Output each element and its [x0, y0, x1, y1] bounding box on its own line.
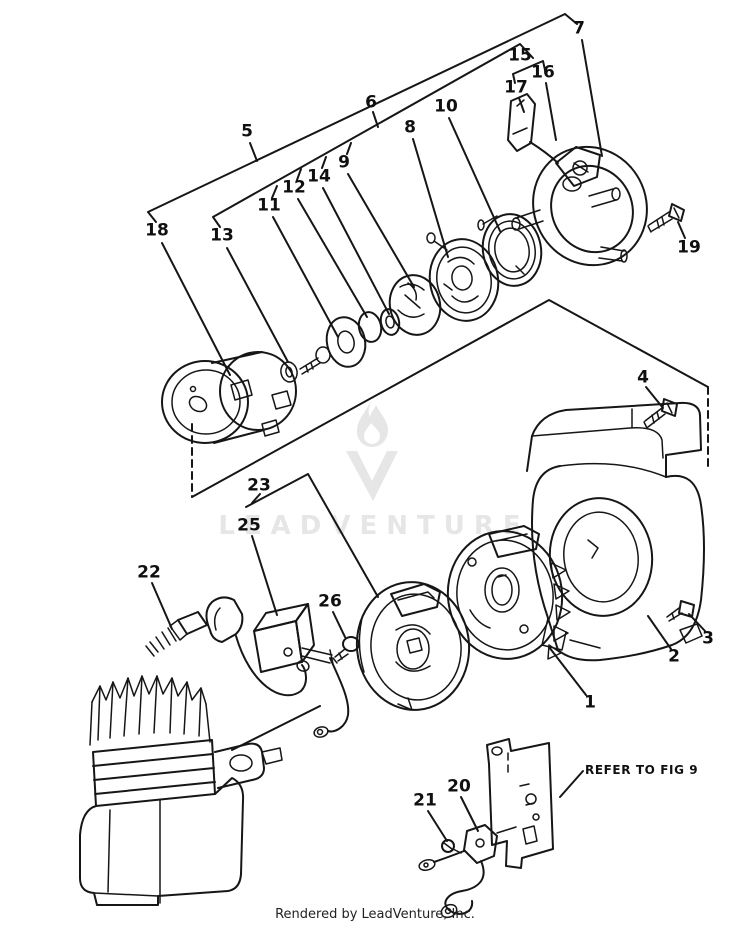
callout-20: 20 — [447, 776, 471, 797]
leadventure-watermark: LEADVENTURE — [218, 401, 529, 541]
callout-12: 12 — [282, 177, 306, 198]
flywheel — [446, 525, 571, 660]
coil-bolt — [332, 636, 360, 664]
spark-plug — [145, 596, 244, 657]
stop-switch — [418, 824, 498, 919]
ignition-coil — [253, 603, 334, 673]
housing-bolt — [647, 203, 685, 233]
callout-3: 3 — [702, 628, 714, 649]
cowl-bolt-lower — [666, 600, 695, 622]
fig9-bracket-plate — [486, 738, 554, 869]
callout-14: 14 — [307, 166, 331, 187]
callout-8: 8 — [404, 117, 416, 138]
callout-26: 26 — [318, 591, 342, 612]
callout-4: 4 — [637, 367, 649, 388]
callout-23: 23 — [247, 475, 271, 496]
callout-15: 15 — [508, 45, 532, 66]
callout-5: 5 — [241, 121, 253, 142]
ratchet-assembly — [388, 274, 442, 336]
callout-10: 10 — [434, 96, 458, 117]
group-bracket-lines — [147, 13, 709, 598]
callout-7: 7 — [573, 18, 585, 39]
starter-rope — [529, 141, 559, 164]
callout-25: 25 — [237, 515, 261, 536]
callout-18: 18 — [145, 220, 169, 241]
callout-17: 17 — [504, 77, 528, 98]
rendered-by-footer: Rendered by LeadVenture, Inc. — [275, 907, 475, 922]
callout-16: 16 — [531, 62, 555, 83]
callout-21: 21 — [413, 790, 437, 811]
cowl-bolt-top — [643, 398, 678, 429]
callout-13: 13 — [210, 225, 234, 246]
magneto-rotor — [355, 581, 471, 711]
kill-wire — [313, 657, 350, 738]
callout-2: 2 — [668, 646, 680, 667]
callout-11: 11 — [257, 195, 281, 216]
engine-cylinder-block — [79, 675, 283, 906]
leader-lines — [151, 39, 706, 842]
rope-pulley — [426, 232, 500, 322]
refer-to-fig-note: REFER TO FIG 9 — [585, 763, 699, 777]
callout-6: 6 — [365, 92, 377, 113]
starter-cup — [161, 351, 297, 444]
spark-plug-wire — [235, 635, 307, 697]
callout-19: 19 — [677, 237, 701, 258]
callout-9: 9 — [338, 152, 350, 173]
callout-1: 1 — [584, 692, 596, 713]
blower-housing — [526, 401, 705, 662]
recoil-starter-housing — [511, 145, 648, 267]
callout-22: 22 — [137, 562, 161, 583]
watermark-text: LEADVENTURE — [218, 511, 529, 541]
recoil-spring — [477, 213, 543, 287]
